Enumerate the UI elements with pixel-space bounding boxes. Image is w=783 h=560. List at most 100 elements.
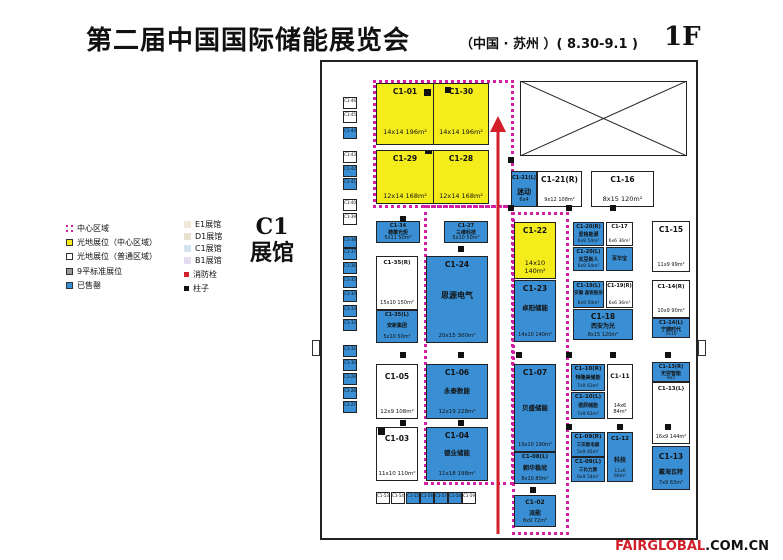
small-booth[interactable]: C1-58 <box>448 492 462 504</box>
direction-arrow-icon <box>490 116 506 534</box>
small-booth[interactable]: C1-36 <box>343 262 357 274</box>
booth-c1-23[interactable]: C1-23 卓阳储能 14x10 140m² <box>514 280 556 342</box>
booth-c1-27[interactable]: C1-27 三维科技 5x10 50m² <box>444 221 488 243</box>
booth-c1-10l[interactable]: C1-10(L) 诺辰储能 7x9 63m² <box>571 392 605 419</box>
booth-c1-21r[interactable]: C1-21(R) 9x12 108m² <box>537 171 582 207</box>
dotted-swatch-icon <box>66 224 73 232</box>
booth-c1-13l[interactable]: C1-13(L) 16x9 144m² <box>652 382 690 444</box>
booth-c1-28[interactable]: C1-28 12x14 168m² <box>433 150 489 204</box>
booth-c1-19l[interactable]: C1-19(L) 安徽 晶锐股份 6x9 54m² <box>573 281 604 308</box>
small-booth[interactable]: C1-59 <box>462 492 476 504</box>
center-area-right <box>512 212 569 535</box>
pillar-icon <box>458 420 464 426</box>
booth-c1-13r[interactable]: C1-13(R) 无穷智能 9x5 <box>652 362 690 382</box>
small-booth[interactable]: C1-41 <box>343 178 357 190</box>
booth-c1-02[interactable]: C1-02 派能 8x9 72m² <box>514 495 556 527</box>
hall-legend-d1: D1展馆 <box>184 231 222 242</box>
booth-c1-10r[interactable]: C1-10(R) 特隆美储能 7x9 63m² <box>571 364 605 391</box>
e1-swatch-icon <box>184 221 191 228</box>
small-booth[interactable]: C1-33 <box>343 305 357 317</box>
small-booth[interactable]: C1-45 <box>343 111 357 123</box>
booth-c1-22[interactable]: C1-22 14x10 140m² <box>514 222 556 279</box>
booth-c1-14r[interactable]: C1-14(R) 10x9 90m² <box>652 280 690 318</box>
booth-c1-04[interactable]: C1-04 德业储能 11x18 198m² <box>426 427 488 481</box>
pillar-icon <box>617 424 623 430</box>
booth-c1-17[interactable]: 百华宝 <box>606 247 633 271</box>
pillar-icon <box>665 352 671 358</box>
booth-c1-14l[interactable]: C1-14(L) 宁德时代 5x10 <box>652 318 690 338</box>
small-booth[interactable]: C1-29 <box>343 373 357 385</box>
booth-c1-16[interactable]: C1-16 8x15 120m² <box>591 171 654 207</box>
small-booth[interactable]: C1-30 <box>343 359 357 371</box>
booth-c1-35r[interactable]: C1-35(R) 15x10 150m² <box>376 256 418 310</box>
booth-c1-34[interactable]: C1-34 德華光炬 5x11 50m² <box>376 221 420 243</box>
pillar-icon <box>424 89 431 96</box>
small-booth[interactable]: C1-55 <box>406 492 420 504</box>
small-booth[interactable]: C1-31 <box>343 345 357 357</box>
booth-c1-03[interactable]: C1-03 11x10 110m² <box>376 427 418 481</box>
small-booth[interactable]: C1-43 <box>343 151 357 163</box>
floor-label: 1F <box>664 22 701 52</box>
small-booth[interactable]: C1-54 <box>391 492 405 504</box>
blue-swatch-icon <box>66 281 73 289</box>
small-booth[interactable]: C1-44 <box>343 127 357 139</box>
hall-legend-pillar: 柱子 <box>184 283 209 294</box>
booth-c1-20r[interactable]: C1-20(R) 爱格能源 6x9 54m² <box>573 222 604 246</box>
small-booth[interactable]: C1-53 <box>376 492 390 504</box>
booth-c1-09r[interactable]: C1-09(R) 三安能电器 5x9 45m² <box>571 432 605 457</box>
site-watermark: FAIRGLOBAL.COM.CN <box>615 539 769 554</box>
small-booth[interactable]: C1-57 <box>434 492 448 504</box>
grey-swatch-icon <box>66 267 73 275</box>
legend-item-yellow: 光地展位（中心区域） <box>66 236 157 248</box>
pillar-icon <box>378 428 385 435</box>
booth-c1-20l[interactable]: C1-20(L) 瓦豆新人 6x9 54m² <box>573 247 604 271</box>
small-booth[interactable]: C1-34 <box>343 290 357 302</box>
white-swatch-icon <box>66 252 73 260</box>
small-booth[interactable]: C1-32 <box>343 319 357 331</box>
page-title: 第二届中国国际储能展览会 <box>86 26 411 56</box>
pillar-icon <box>400 216 406 222</box>
small-booth[interactable]: C1-27 <box>343 401 357 413</box>
booth-c1-19r[interactable]: C1-19(R) 6x6 36m² <box>606 281 633 308</box>
booth-c1-13[interactable]: C1-13 戴海瓦特 7x9 63m² <box>652 446 690 490</box>
booth-c1-08[interactable]: C1-08(L) 朝华稳冠 8x10 80m² <box>514 452 556 484</box>
booth-c1-15[interactable]: C1-15 11x9 99m² <box>652 221 690 272</box>
small-booth[interactable]: C1-39 <box>343 213 357 225</box>
event-location-dates: （中国 · 苏州 ）( 8.30-9.1 ) <box>460 37 638 52</box>
booth-c1-11[interactable]: C1-11 14x6 84m² <box>607 364 633 419</box>
booth-c1-17-top[interactable]: C1-17 6x6 36m² <box>606 222 633 246</box>
small-booth[interactable]: C1-35 <box>343 276 357 288</box>
booth-c1-12[interactable]: C1-12 科技 11x6 66m² <box>607 432 633 482</box>
booth-c1-06[interactable]: C1-06 永泰数能 12x19 228m² <box>426 364 488 419</box>
pillar-icon <box>458 246 464 252</box>
booth-c1-05[interactable]: C1-05 12x9 108m² <box>376 364 418 419</box>
small-booth[interactable]: C1-46 <box>343 97 357 109</box>
pillar-icon <box>184 286 189 291</box>
small-booth[interactable]: C1-37 <box>343 248 357 260</box>
small-booth[interactable]: C1-42 <box>343 165 357 177</box>
booth-c1-24[interactable]: C1-24 思源电气 20x15 300m² <box>426 256 488 343</box>
west-door <box>312 340 320 356</box>
pillar-icon <box>445 87 451 93</box>
pillar-icon <box>566 352 572 358</box>
booth-c1-09l[interactable]: C1-09(L) 三比力源 6x9 54m² <box>571 457 605 482</box>
hall-legend-e1: E1展馆 <box>184 219 221 230</box>
hall-legend-b1: B1展馆 <box>184 255 222 266</box>
reserved-area <box>520 81 687 156</box>
booth-c1-21l[interactable]: C1-21(L) 迷动 6x4 <box>511 171 537 207</box>
booth-c1-30[interactable]: C1-30 14x14 196m² <box>433 83 489 145</box>
d1-swatch-icon <box>184 233 191 240</box>
booth-c1-35l[interactable]: C1-35(L) 安新集团 5x10 50m² <box>376 310 418 343</box>
small-booth[interactable]: C1-28 <box>343 387 357 399</box>
pillar-icon <box>566 205 572 211</box>
booth-c1-07[interactable]: C1-07 贝盛储能 19x10 190m² <box>514 364 556 452</box>
booth-c1-29[interactable]: C1-29 12x14 168m² <box>376 150 434 204</box>
hall-name: C1 展馆 <box>250 214 295 266</box>
yellow-swatch-icon <box>66 238 73 246</box>
small-booth[interactable]: C1-38 <box>343 236 357 248</box>
booth-c1-01[interactable]: C1-01 14x14 196m² <box>376 83 434 145</box>
pillar-icon <box>610 205 616 211</box>
small-booth[interactable]: C1-56 <box>420 492 434 504</box>
small-booth[interactable]: C1-40 <box>343 199 357 211</box>
booth-c1-18[interactable]: C1-18 西安为光 8x15 120m² <box>573 309 633 340</box>
